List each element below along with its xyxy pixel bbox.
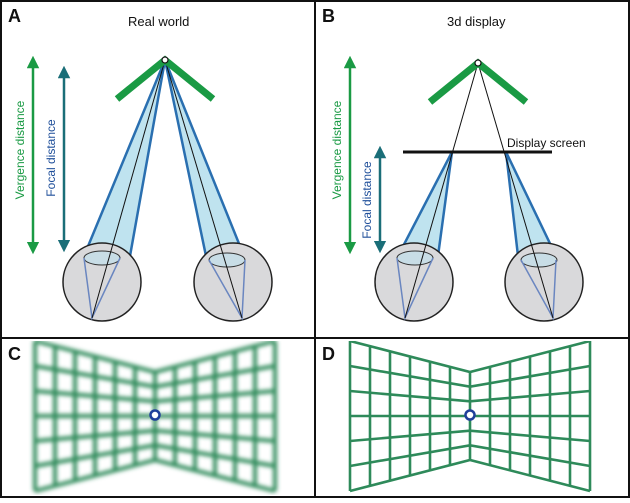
fixation-ring-icon	[149, 409, 161, 421]
fixation-point	[474, 59, 482, 67]
grid-line-horizontal	[34, 443, 276, 468]
panel-d-frame	[314, 337, 630, 498]
panel-d: D	[322, 341, 592, 493]
panel-b: B 3d display Display screen Vergence dis…	[322, 6, 586, 322]
left-sight-line	[91, 59, 166, 319]
panel-b-title: 3d display	[447, 14, 506, 29]
grid-line-horizontal	[349, 444, 591, 468]
vergence-distance-label: Vergence distance	[13, 100, 27, 199]
panel-d-letter: D	[322, 344, 335, 364]
grid-line-horizontal	[349, 341, 591, 374]
right-eye-lens	[208, 252, 246, 268]
left-eye	[374, 242, 454, 322]
left-eye-cone	[396, 150, 454, 258]
left-eye-lens	[83, 250, 121, 266]
blurred-grid-icon	[33, 341, 277, 493]
panel-c: C	[8, 341, 277, 493]
fixation-point	[161, 56, 169, 64]
sharp-grid-icon	[348, 341, 592, 493]
fixation-ring-icon	[464, 409, 476, 421]
panel-a: A Real world Vergence distance Focal dis…	[8, 6, 273, 322]
panel-a-title: Real world	[128, 14, 189, 29]
left-eye-lens	[396, 250, 434, 266]
right-eye-lens	[520, 252, 558, 268]
focal-distance-label: Focal distance	[360, 161, 374, 239]
grid-line-horizontal	[34, 364, 276, 389]
focal-distance-label: Focal distance	[44, 119, 58, 197]
grid-line-horizontal	[34, 457, 276, 493]
grid-line-horizontal	[34, 428, 276, 443]
grid-line-horizontal	[34, 389, 276, 404]
panel-c-letter: C	[8, 344, 21, 364]
grid-line-horizontal	[349, 429, 591, 443]
right-sight-line	[477, 62, 554, 319]
grid-line-horizontal	[349, 389, 591, 403]
grid-line-horizontal	[349, 458, 591, 493]
panel-b-letter: B	[322, 6, 335, 26]
display-screen-label: Display screen	[507, 136, 586, 150]
panel-a-letter: A	[8, 6, 21, 26]
grid-line-horizontal	[34, 341, 276, 375]
vergence-distance-label: Vergence distance	[330, 100, 344, 199]
right-eye-cone	[504, 150, 558, 258]
right-sight-line	[164, 59, 243, 319]
grid-line-horizontal	[349, 364, 591, 388]
fixation-chevron	[427, 58, 529, 105]
left-sight-line	[404, 62, 479, 319]
